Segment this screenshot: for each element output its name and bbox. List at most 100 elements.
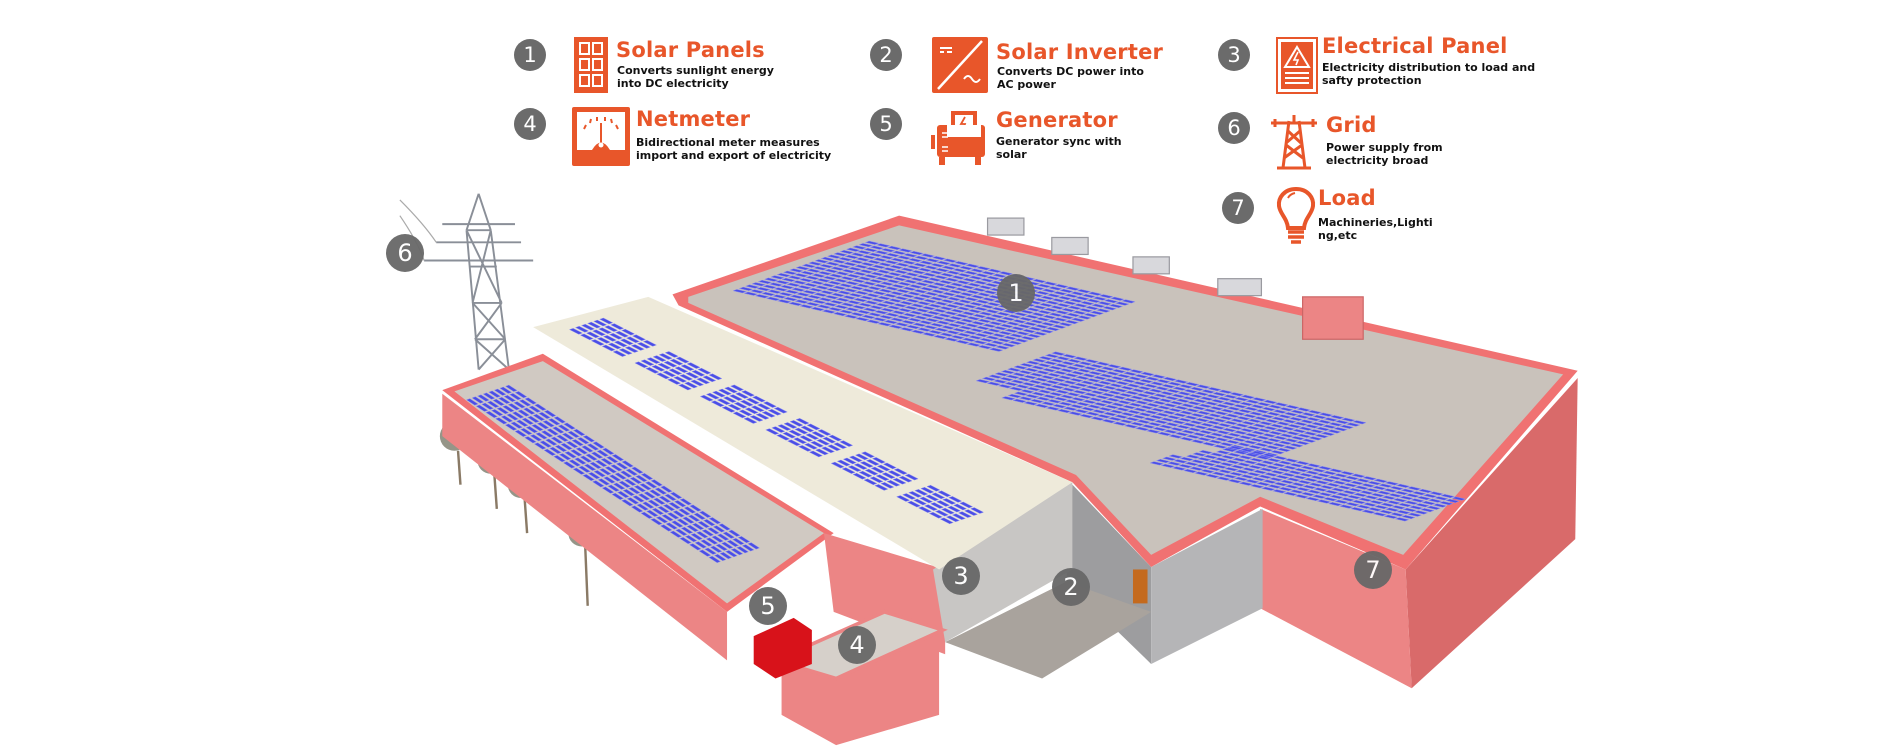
solar-panel	[836, 264, 852, 269]
desc-line: Power supply from	[1326, 141, 1443, 154]
solar-panel	[1084, 385, 1100, 390]
solar-panel	[1333, 499, 1349, 504]
solar-panel	[1361, 509, 1377, 514]
solar-panel	[488, 390, 501, 398]
solar-panel	[909, 277, 925, 282]
solar-panel	[1215, 404, 1231, 409]
solar-panel	[1421, 500, 1437, 505]
solar-panel	[892, 277, 908, 282]
solar-panel	[1133, 374, 1149, 379]
solar-panel	[872, 317, 888, 322]
solar-panel	[1059, 315, 1075, 320]
solar-panel	[650, 518, 663, 526]
solar-panel	[920, 279, 936, 284]
solar-panel	[969, 268, 985, 273]
solar-panel	[552, 426, 565, 434]
solar-panel	[1032, 384, 1048, 389]
solar-panel	[1127, 402, 1143, 407]
solar-panel	[1064, 399, 1080, 404]
solar-panel	[1060, 361, 1076, 366]
solar-panel	[844, 281, 860, 286]
solar-panel	[968, 275, 984, 280]
solar-panel	[1245, 399, 1261, 404]
solar-panel	[874, 276, 890, 281]
solar-panel	[644, 481, 658, 489]
solar-panel	[1365, 488, 1381, 493]
legend-title-grid: Grid	[1326, 113, 1377, 137]
solar-panel	[1057, 375, 1073, 380]
solar-panel	[1171, 466, 1187, 471]
solar-panel	[1017, 370, 1033, 375]
solar-panel	[662, 504, 676, 512]
solar-panel	[845, 307, 861, 312]
solar-panel	[1055, 356, 1071, 361]
solar-panel	[1136, 419, 1152, 424]
solar-panel	[947, 289, 963, 294]
solar-panel	[986, 328, 1002, 333]
solar-panel	[546, 428, 560, 436]
solar-panel	[654, 487, 668, 495]
solar-panel	[1143, 383, 1159, 388]
desc-line: Bidirectional meter measures	[636, 136, 820, 149]
solar-panel	[699, 394, 714, 402]
solar-panel	[798, 278, 814, 283]
solar-panel	[1255, 481, 1271, 486]
solar-panel	[1015, 331, 1031, 336]
solar-panel	[697, 521, 711, 529]
solar-panel	[576, 437, 590, 445]
solar-panel	[1070, 291, 1086, 296]
solar-panel	[827, 307, 843, 312]
solar-panel	[756, 403, 771, 410]
solar-panel	[1301, 438, 1317, 443]
solar-panel	[1162, 403, 1178, 408]
solar-panel	[1052, 370, 1068, 375]
solar-panel	[787, 301, 803, 306]
solar-panel	[618, 480, 632, 488]
solar-panel	[1035, 317, 1051, 322]
solar-panel	[777, 424, 792, 431]
solar-panel	[1091, 409, 1107, 414]
solar-panel	[825, 288, 841, 293]
solar-panel	[936, 260, 952, 265]
solar-panel	[1209, 452, 1225, 457]
solar-panel	[781, 277, 797, 282]
solar-panel	[743, 291, 759, 296]
solar-panel	[1329, 494, 1345, 499]
solar-panel	[1217, 469, 1233, 474]
solar-panel	[1198, 430, 1214, 435]
diagram-marker-generator: 5	[749, 587, 787, 625]
solar-panel	[1290, 482, 1306, 487]
desc-line: Machineries,Lighti	[1318, 216, 1433, 229]
solar-panel	[830, 266, 846, 271]
desc-line: into DC electricity	[617, 77, 729, 90]
solar-panel	[975, 325, 991, 331]
solar-panel	[1296, 433, 1312, 438]
solar-panel	[1260, 460, 1276, 465]
solar-panel	[985, 275, 1001, 280]
solar-panel	[894, 296, 910, 301]
solar-panel	[904, 473, 919, 481]
solar-panel	[930, 289, 946, 294]
solar-panel	[1095, 308, 1111, 313]
solar-panel	[839, 250, 855, 255]
solar-panel	[620, 328, 636, 336]
solar-panel	[996, 338, 1012, 343]
solar-panel	[814, 259, 830, 264]
solar-panel	[1142, 391, 1158, 396]
solar-panel	[734, 392, 750, 399]
solar-panel	[984, 309, 1000, 314]
solar-panel	[1071, 363, 1087, 368]
solar-panel	[669, 358, 684, 366]
solar-panel	[1018, 396, 1034, 401]
solar-panel	[1104, 404, 1120, 409]
solar-panel	[822, 436, 837, 444]
solar-panel	[737, 536, 751, 544]
solar-panel	[782, 431, 797, 439]
solar-panel	[653, 497, 666, 505]
solar-panel	[657, 362, 672, 370]
solar-panel	[1227, 479, 1243, 484]
solar-panel	[1191, 432, 1207, 437]
solar-panel	[843, 288, 859, 293]
solar-panel	[1151, 400, 1167, 405]
solar-panel	[1343, 483, 1359, 488]
